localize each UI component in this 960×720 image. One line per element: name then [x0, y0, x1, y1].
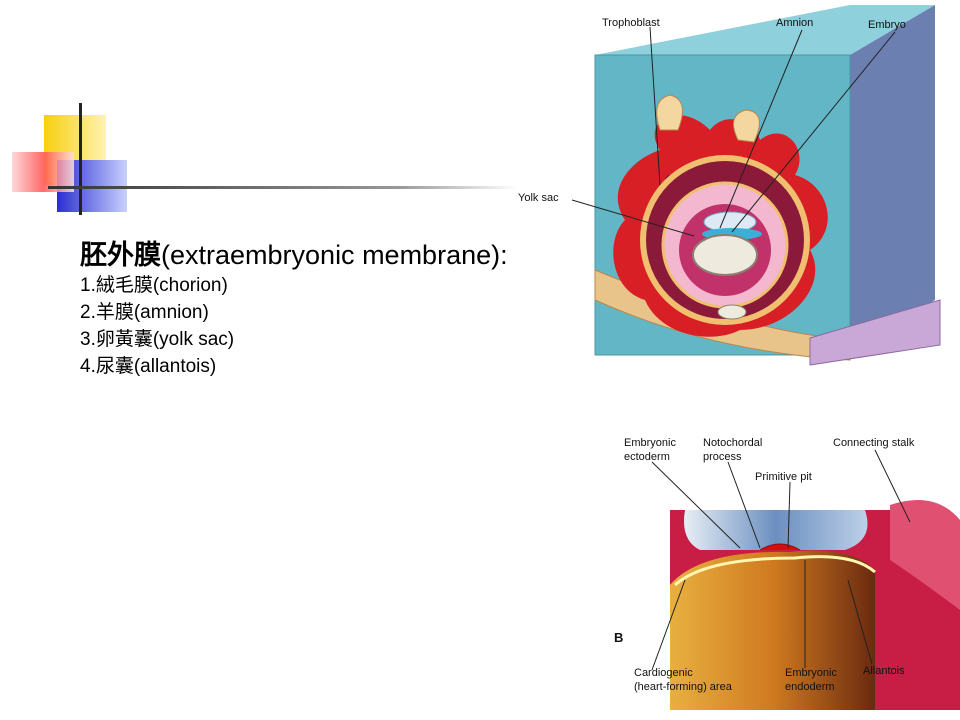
label-embryonic-endoderm-2: endoderm	[785, 681, 835, 693]
implantation-diagram: Trophoblast Amnion Embryo Yolk sac	[518, 5, 941, 366]
deco-vertical-line	[79, 103, 82, 215]
primitive-pit-shape	[759, 543, 801, 551]
text-block: 胚外膜(extraembryonic membrane): 1.絨毛膜(chor…	[80, 238, 508, 380]
list-item-yolk-sac: 3.卵黃囊(yolk sac)	[80, 329, 235, 350]
label-embryonic-endoderm-1: Embryonic	[785, 667, 837, 679]
label-cardiogenic-1: Cardiogenic	[634, 667, 693, 679]
label-amnion: Amnion	[776, 17, 813, 29]
yolk-sac-shape	[692, 234, 758, 276]
endoderm-line	[673, 555, 876, 587]
label-embryonic-ectoderm-1: Embryonic	[624, 437, 676, 449]
yolk-sac-b	[670, 550, 875, 710]
label-yolk-sac: Yolk sac	[518, 192, 559, 204]
deco-horizontal-line	[48, 186, 518, 189]
label-allantois: Allantois	[863, 665, 905, 677]
list-item-allantois: 4.尿囊(allantois)	[80, 356, 217, 377]
slide-title: 胚外膜(extraembryonic membrane):	[80, 238, 508, 272]
label-notochordal-process-2: process	[703, 451, 742, 463]
epithelium-purple	[809, 299, 941, 366]
title-en: (extraembryonic membrane):	[161, 240, 508, 270]
connecting-stalk	[890, 500, 960, 610]
label-primitive-pit: Primitive pit	[755, 471, 812, 483]
endometrium-block-side	[850, 5, 935, 355]
villus-2	[733, 109, 760, 143]
endometrium-block-top	[595, 5, 935, 55]
label-connecting-stalk: Connecting stalk	[833, 437, 915, 449]
label-embryonic-ectoderm-2: ectoderm	[624, 451, 670, 463]
panel-letter-b: B	[614, 630, 623, 645]
label-notochordal-process-1: Notochordal	[703, 437, 762, 449]
deco-red-square	[12, 152, 74, 192]
label-cardiogenic-2: (heart-forming) area	[634, 681, 733, 693]
villus-1	[656, 94, 683, 131]
label-trophoblast: Trophoblast	[602, 17, 660, 29]
allantois-shape	[717, 304, 747, 320]
embryonic-disc-diagram: Embryonic ectoderm Notochordal process C…	[614, 437, 960, 710]
title-cjk: 胚外膜	[80, 240, 161, 270]
amniotic-cavity-b	[684, 510, 868, 550]
list-item-amnion: 2.羊膜(amnion)	[80, 302, 209, 323]
list-item-chorion: 1.絨毛膜(chorion)	[80, 275, 228, 296]
label-embryo: Embryo	[868, 19, 906, 31]
